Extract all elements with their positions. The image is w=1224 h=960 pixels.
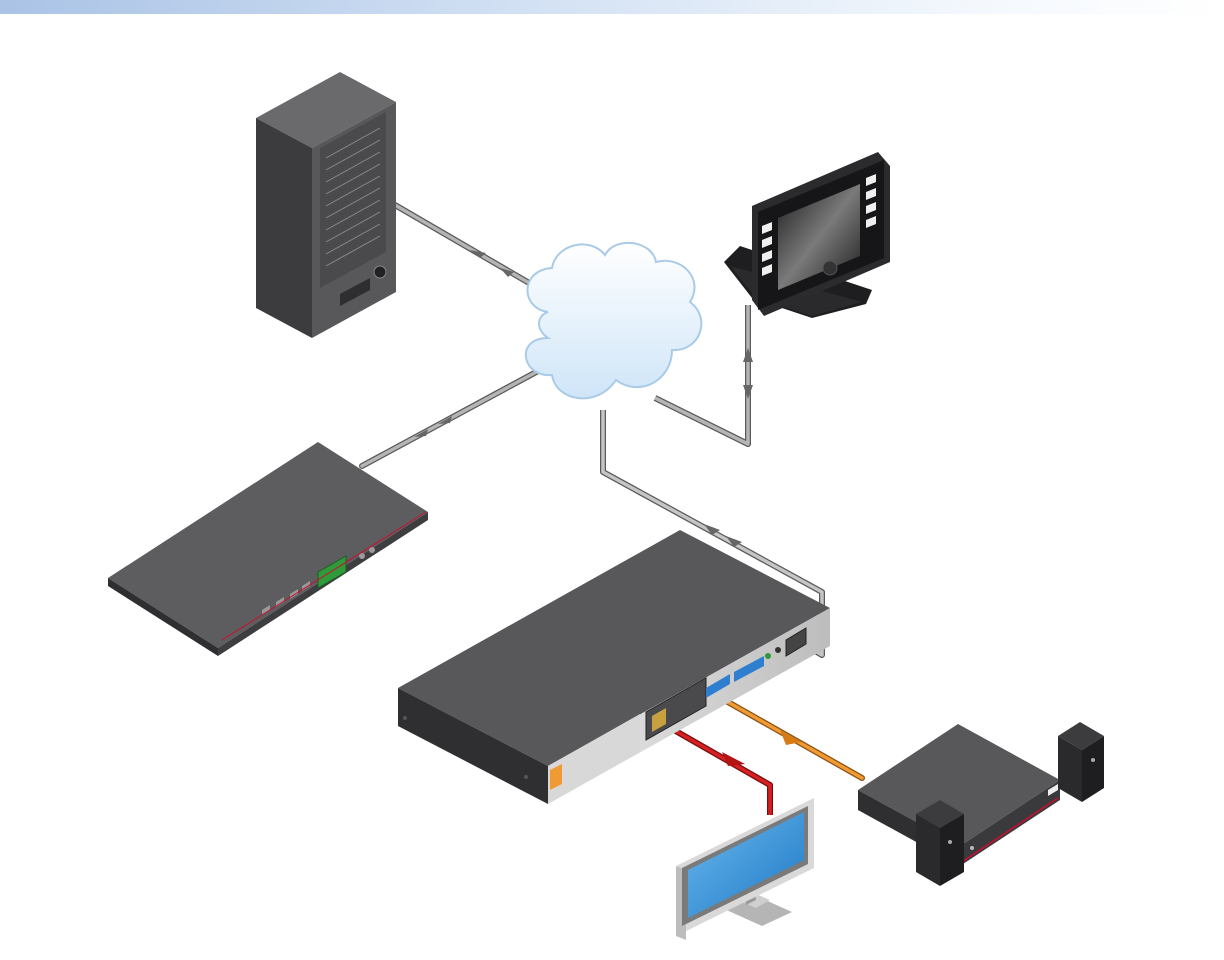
cable-streamer-network [362,370,540,466]
control-processor-icon [398,530,830,804]
speaker-icon [916,800,964,886]
display-monitor-icon [676,798,814,940]
network-cloud-icon [526,243,702,398]
server-rack-icon [256,72,396,338]
speaker-icon [1058,722,1104,802]
touch-panel-icon [724,0,890,318]
cable-controller-monitor-video [660,722,770,815]
rack-device-icon [108,442,428,656]
